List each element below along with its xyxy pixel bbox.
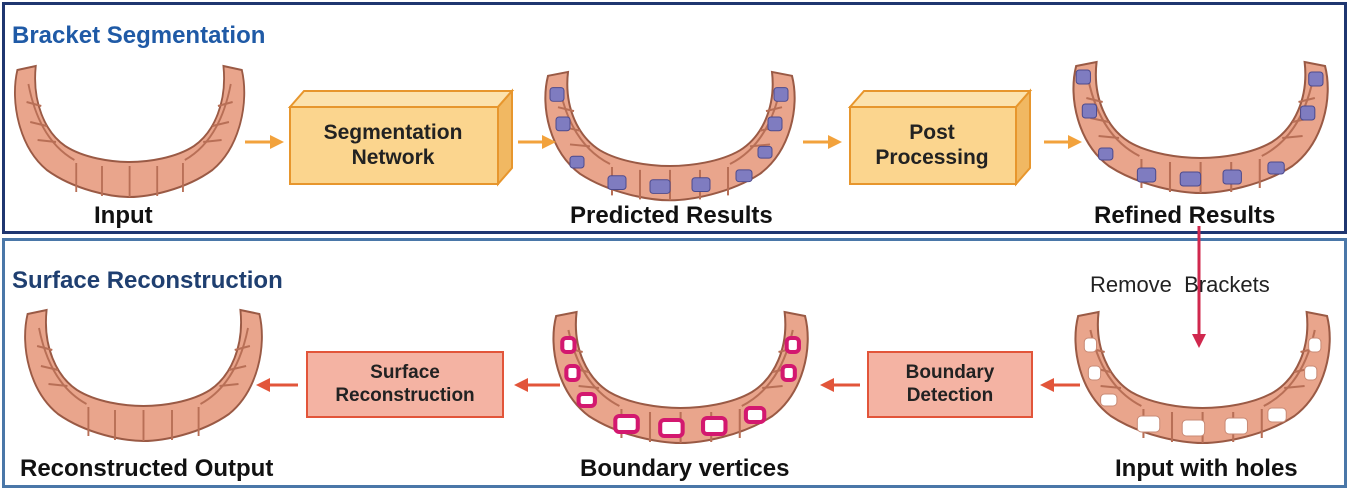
section-title-surface-reconstruction: Surface Reconstruction xyxy=(12,267,283,294)
remove-brackets-label: Remove Brackets xyxy=(1090,272,1270,297)
arrow-post-to-refined xyxy=(1044,135,1082,149)
post-processing-box xyxy=(847,88,1033,187)
arrow-holes-to-boundary xyxy=(1040,378,1080,392)
refined-results-label: Refined Results xyxy=(1094,202,1276,229)
arrow-boundary-to-vertices xyxy=(820,378,860,392)
arrow-remove-brackets xyxy=(1192,226,1206,348)
holes-arch-image xyxy=(1074,310,1331,445)
surface-reconstruction-panel xyxy=(2,238,1347,488)
predicted-results-label: Predicted Results xyxy=(570,202,773,229)
post-processing-label: Post Processing xyxy=(875,121,989,170)
arrow-network-to-predicted xyxy=(518,135,556,149)
reconstructed-output-label: Reconstructed Output xyxy=(20,455,274,482)
bracket-segmentation-panel xyxy=(2,2,1347,234)
boundary-detection-box xyxy=(867,351,1033,418)
arrow-vertices-to-surface xyxy=(514,378,560,392)
output-arch-image xyxy=(24,309,263,442)
arrow-predicted-to-post xyxy=(803,135,842,149)
predicted-arch-image xyxy=(544,70,796,202)
segmentation-network-box xyxy=(287,88,515,187)
arrow-surface-to-output xyxy=(256,378,298,392)
surface-reconstruction-box xyxy=(306,351,504,418)
boundary-detection-label: Boundary Detection xyxy=(905,362,995,406)
refined-arch-image xyxy=(1072,60,1329,195)
arrow-input-to-network xyxy=(245,135,284,149)
input-arch-image xyxy=(13,65,246,198)
surface-reconstruction-label: Surface Reconstruction xyxy=(335,362,475,406)
input-with-holes-label: Input with holes xyxy=(1115,455,1298,482)
boundary-arch-image xyxy=(552,310,809,445)
input-label: Input xyxy=(94,202,153,229)
boundary-vertices-label: Boundary vertices xyxy=(580,455,790,482)
section-title-bracket-segmentation: Bracket Segmentation xyxy=(12,22,266,49)
segmentation-network-label: Segmentation Network xyxy=(323,121,463,170)
